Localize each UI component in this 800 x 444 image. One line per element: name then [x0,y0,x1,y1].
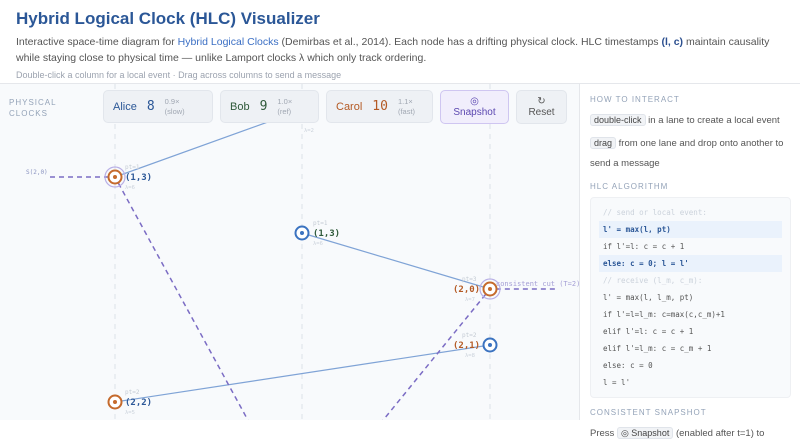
event-node[interactable]: pt=1 (1,3) λ=6 [294,220,341,247]
description: Interactive space-time diagram for Hybri… [16,36,770,64]
event-node[interactable]: pt=1 (1,3) λ=6 [104,164,152,191]
svg-text:pt=1: pt=1 [125,164,140,171]
message-line [114,113,291,178]
snapshot-icon: ◎ [470,96,479,107]
message-line [301,232,491,290]
snapshot-cut-line [50,176,249,420]
svg-text:pt=3: pt=3 [462,276,477,283]
physical-clocks-label: PHYSICAL CLOCKS [9,98,57,118]
svg-text:(2,1): (2,1) [453,341,480,351]
hlc-link[interactable]: Hybrid Logical Clocks [177,36,279,48]
algorithm-code: // send or local event: l' = max(l, pt) … [590,197,791,398]
svg-text:(2,0): (2,0) [453,285,480,295]
sidebar: HOW TO INTERACT double-click in a lane t… [581,84,800,439]
event-node[interactable]: pt=2 (2,1) λ=8 [453,332,498,359]
reset-button[interactable]: ↻Reset [516,90,567,124]
svg-text:(1,3): (1,3) [313,229,340,239]
diagram-canvas[interactable]: S(2,0) consistent cut (T=2) λ=2 pt=1 (1,… [0,84,580,420]
svg-text:pt=2: pt=2 [462,332,477,339]
message-line [114,344,491,403]
svg-text:λ=8: λ=8 [465,353,475,359]
header: Hybrid Logical Clock (HLC) Visualizer In… [0,0,800,84]
snapshot-label: S(2,0) [26,169,48,176]
snapshot-button[interactable]: ◎Snapshot [440,90,509,124]
svg-text:pt=1: pt=1 [313,220,328,227]
usage-hint: Double-click a column for a local event … [16,70,342,80]
svg-text:λ=2: λ=2 [304,128,314,134]
cut-label: consistent cut (T=2) [496,280,580,288]
svg-text:λ=7: λ=7 [465,297,475,303]
svg-text:λ=6: λ=6 [313,241,323,247]
event-node[interactable]: pt=3 (2,0) λ=7 [453,276,501,303]
svg-text:λ=5: λ=5 [125,410,135,416]
svg-text:pt=2: pt=2 [125,389,140,396]
event-node[interactable]: pt=2 (2,2) λ=5 [107,389,153,416]
svg-text:(1,3): (1,3) [125,173,152,183]
reset-icon: ↻ [537,96,546,107]
svg-text:λ=6: λ=6 [125,185,135,191]
page-title: Hybrid Logical Clock (HLC) Visualizer [16,9,320,28]
space-time-diagram[interactable]: S(2,0) consistent cut (T=2) λ=2 pt=1 (1,… [0,84,580,420]
svg-text:(2,2): (2,2) [125,398,152,408]
